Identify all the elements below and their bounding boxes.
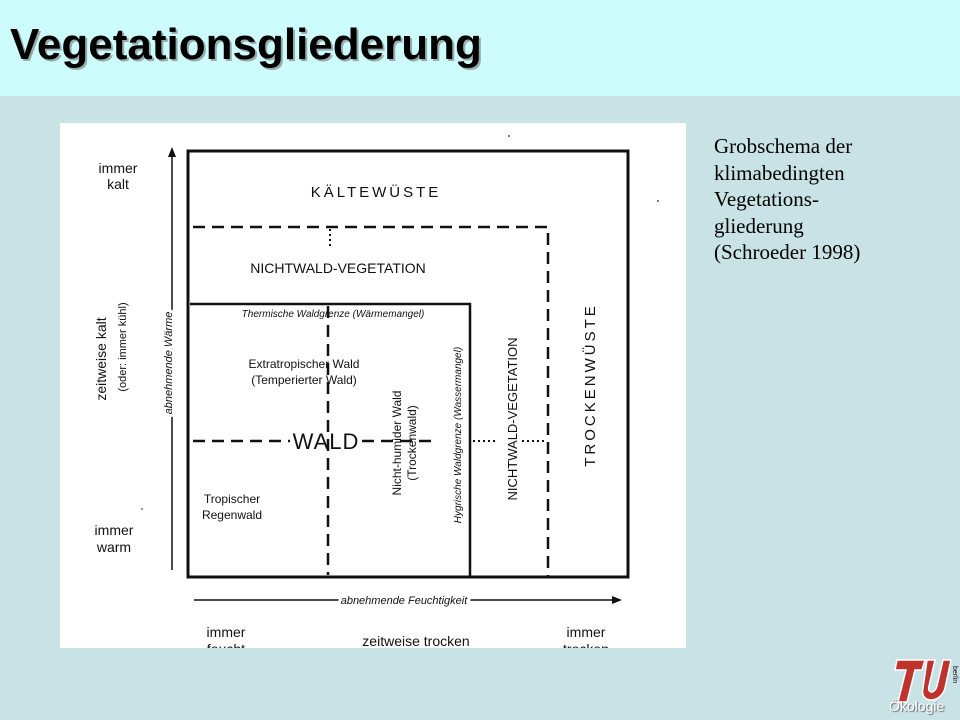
caption-line: klimabedingten xyxy=(714,160,845,185)
y-axis-arrow-label: abnehmende Wärme xyxy=(163,312,175,415)
y-mid-sublabel: (oder: immer kühl) xyxy=(117,302,129,391)
nichtwald-boundary-line xyxy=(193,225,550,577)
logo-t-shape xyxy=(894,659,927,703)
extratropical-forest-1: Extratropischer Wald xyxy=(249,357,360,371)
zone-wald: WALD xyxy=(293,429,360,454)
x-left-label-1: immer xyxy=(207,624,246,640)
tropical-rainforest-2: Regenwald xyxy=(202,508,262,522)
zone-nichtwald-right: NICHTWALD-VEGETATION xyxy=(505,338,520,501)
zone-trockenwueste: TROCKENWÜSTE xyxy=(581,303,599,467)
vegetation-diagram: immer kalt zeitweise kalt (oder: immer k… xyxy=(60,123,686,648)
x-right-label-1: immer xyxy=(567,624,606,640)
figure-caption: Grobschema der klimabedingten Vegetation… xyxy=(714,133,944,266)
x-axis-arrowhead xyxy=(612,596,622,604)
logo-label: Ökologie xyxy=(889,698,945,714)
caption-line: gliederung xyxy=(714,213,804,238)
diagram-svg: immer kalt zeitweise kalt (oder: immer k… xyxy=(93,135,659,648)
hygric-limit-label: Hygrische Waldgrenze (Wassermangel) xyxy=(453,347,464,523)
extratropical-forest-2: (Temperierter Wald) xyxy=(251,373,357,387)
tu-berlin-logo: berlin xyxy=(894,659,958,703)
x-left-label-2: feucht xyxy=(207,641,245,648)
zone-nichtwald-top: NICHTWALD-VEGETATION xyxy=(250,260,426,276)
x-mid-label: zeitweise trocken xyxy=(362,633,469,648)
y-bottom-label-2: warm xyxy=(96,539,131,555)
y-axis-arrowhead xyxy=(168,147,176,157)
caption-line: Vegetations- xyxy=(714,187,819,211)
y-bottom-label-1: immer xyxy=(95,522,134,538)
title-bar: Vegetationsgliederung xyxy=(0,0,960,96)
thermal-limit-label: Thermische Waldgrenze (Wärmemangel) xyxy=(242,309,425,320)
nonhumid-forest-2: (Trockenwald) xyxy=(405,405,419,481)
y-top-label-1: immer xyxy=(99,160,138,176)
zone-kaeltewueste: KÄLTEWÜSTE xyxy=(311,183,442,201)
tropical-rainforest-1: Tropischer xyxy=(204,492,260,506)
x-right-label-2: trocken xyxy=(563,641,609,648)
caption-line: (Schroeder 1998) xyxy=(714,240,861,264)
forest-limit-line xyxy=(190,302,472,577)
y-top-label-2: kalt xyxy=(107,176,129,192)
slide-title: Vegetationsgliederung xyxy=(10,20,482,69)
y-mid-label: zeitweise kalt xyxy=(93,317,109,400)
speck xyxy=(657,200,659,202)
caption-line: Grobschema der xyxy=(714,134,853,158)
speck xyxy=(141,508,143,510)
x-axis-arrow-label: abnehmende Feuchtigkeit xyxy=(341,595,469,607)
outer-frame xyxy=(186,149,630,579)
speck xyxy=(508,135,510,137)
logo-small-text: berlin xyxy=(951,666,958,683)
nonhumid-forest-1: Nicht-humider Wald xyxy=(390,391,404,496)
logo-u-shape xyxy=(921,659,952,701)
